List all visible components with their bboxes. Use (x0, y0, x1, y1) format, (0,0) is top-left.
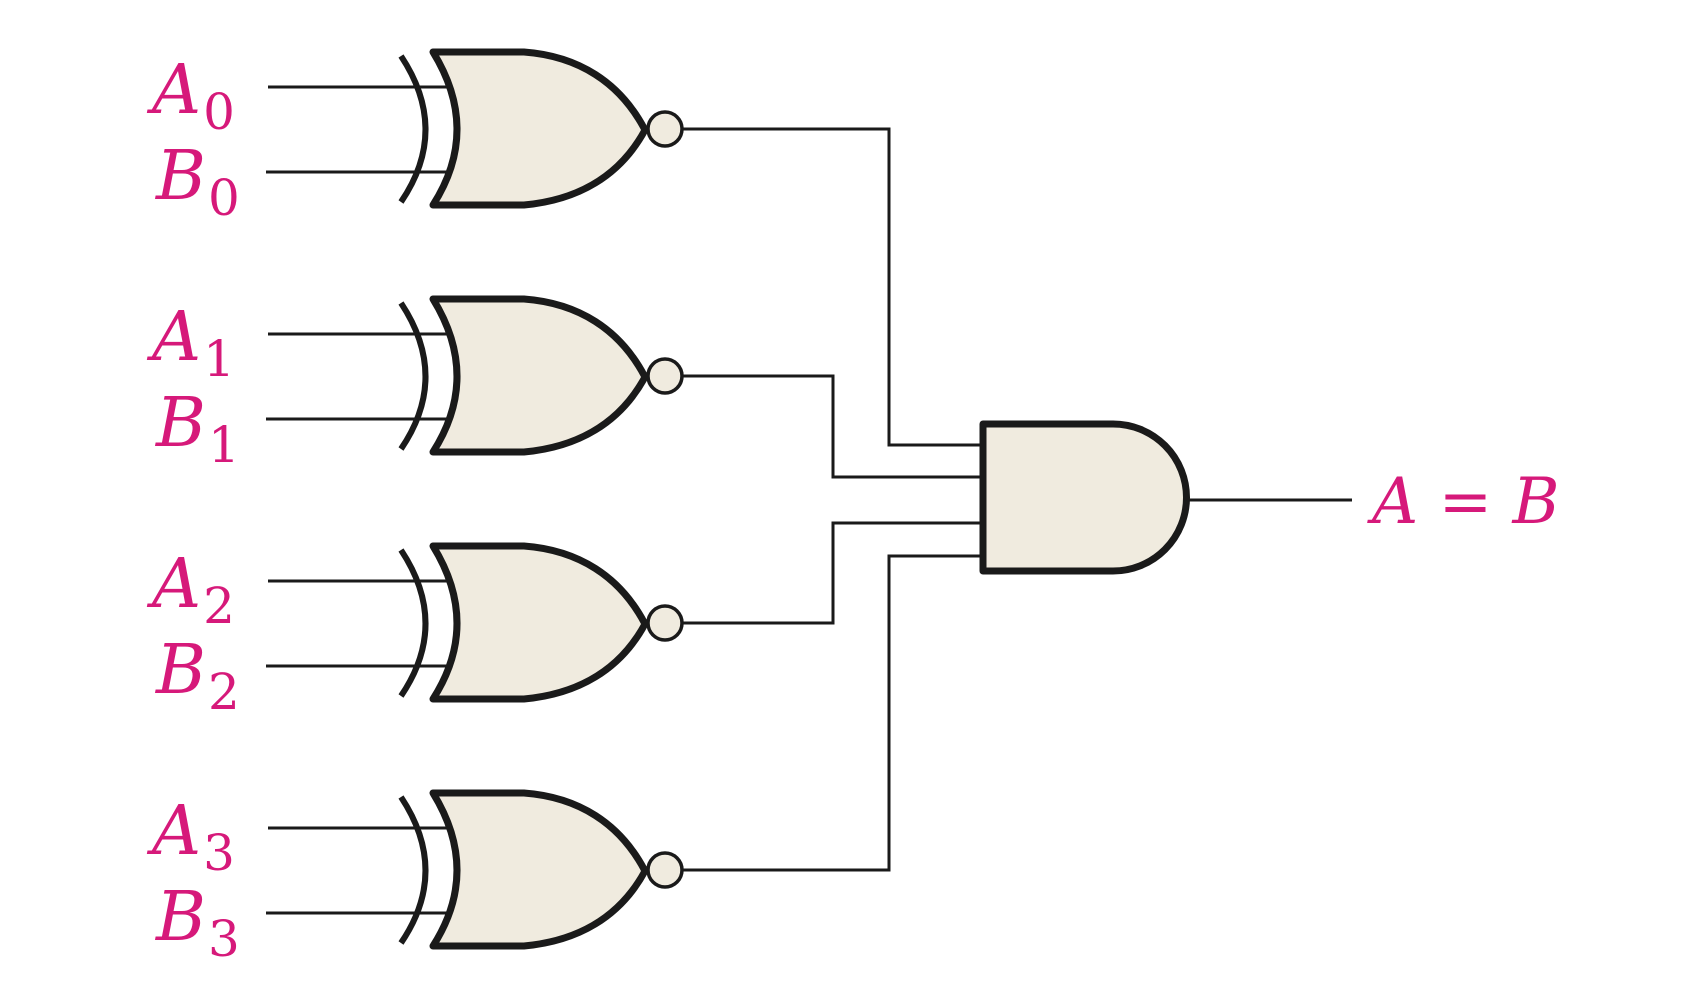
label-b1: B1 (154, 384, 240, 474)
xnor-gate-1 (266, 295, 983, 479)
inversion-bubble (646, 110, 684, 148)
label-a2: A2 (146, 545, 235, 635)
and-gate-body (979, 420, 1190, 575)
label-a3: A3 (146, 792, 235, 882)
output-label: A = B (1367, 465, 1560, 539)
xnor-0-output-wire (682, 127, 983, 447)
xor-input-arc (398, 795, 429, 945)
input-labels: A0 B0 A1 B1 A2 B2 A3 B3 (146, 51, 240, 968)
xnor-3-output-wire (682, 554, 983, 872)
inversion-bubble (646, 604, 684, 642)
xnor-2-output-wire (682, 521, 983, 625)
xnor-gate-body (429, 295, 649, 456)
xor-input-arc (398, 548, 429, 698)
xnor-gate-3 (266, 554, 983, 950)
inversion-bubble (646, 851, 684, 889)
label-a0: A0 (146, 51, 235, 141)
label-b3: B3 (154, 878, 240, 968)
xnor-gate-0 (266, 48, 983, 447)
xnor-gate-body (429, 542, 649, 703)
xor-input-arc (398, 301, 429, 451)
label-b0: B0 (154, 137, 240, 227)
label-b2: B2 (154, 631, 240, 721)
xor-input-arc (398, 54, 429, 204)
xnor-1-output-wire (682, 374, 983, 479)
inversion-bubble (646, 357, 684, 395)
xnor-gate-2 (266, 521, 983, 703)
and-gate (979, 420, 1352, 575)
xnor-gate-body (429, 48, 649, 209)
label-a1: A1 (146, 298, 235, 388)
xnor-gate-body (429, 789, 649, 950)
